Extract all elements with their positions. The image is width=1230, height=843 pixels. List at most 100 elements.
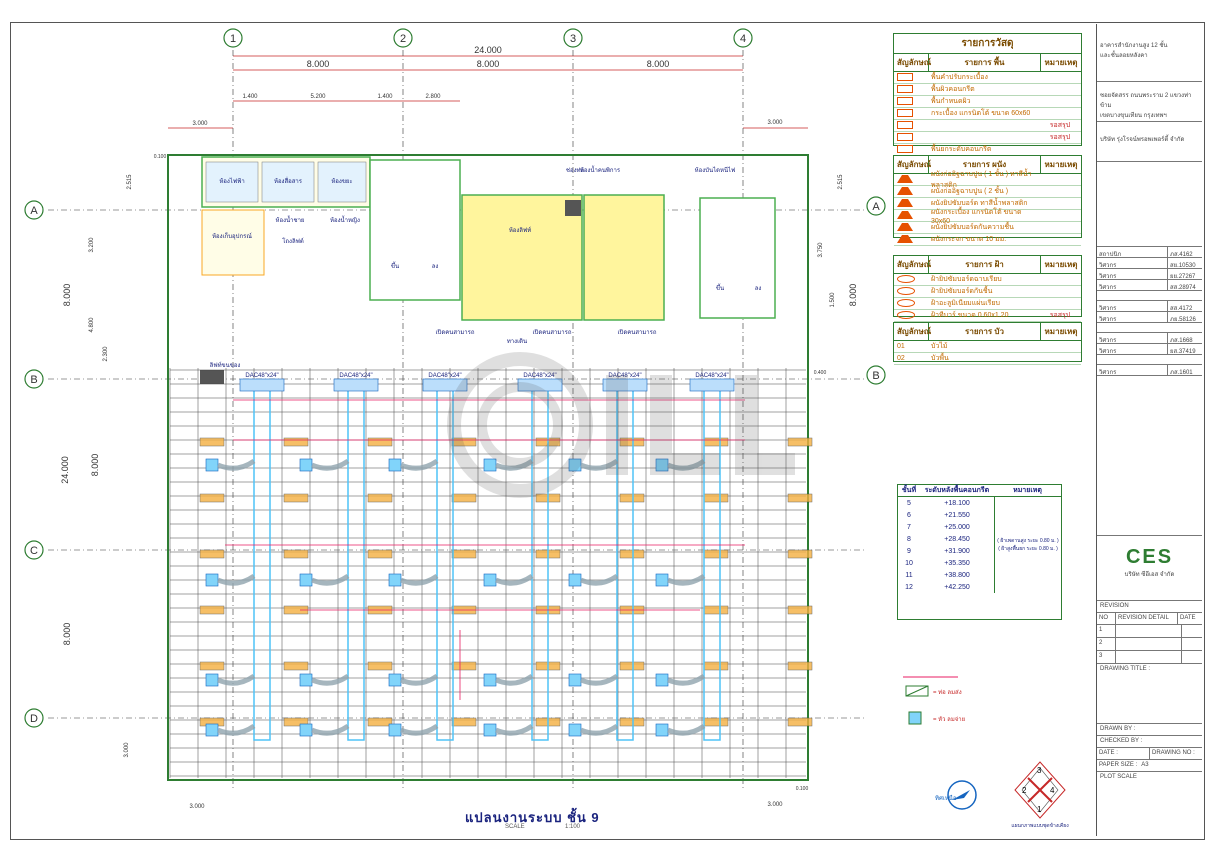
spacer-3: [1097, 355, 1202, 365]
revision-row: 1: [1097, 625, 1202, 638]
light-fixture-icon: [787, 549, 813, 559]
legend-ceiling-text: ฝ้ายิปซัมบอร์ดฉาบเรียบ: [931, 276, 1002, 283]
grid-bubble-col-4-circle: [733, 28, 753, 48]
north-arrow: ทิศเหนือ: [935, 780, 977, 810]
legend-wall-header: สัญลักษณ์ รายการ ผนัง หมายเหตุ: [894, 156, 1081, 174]
room-label-corridor: ทางเดิน: [507, 338, 527, 345]
diffuser-icon: [655, 573, 669, 587]
light-fixture-icon: [703, 605, 729, 615]
key-num-4: 4: [1050, 786, 1055, 795]
diffuser-icon: [299, 673, 313, 687]
company-logo: CES: [1125, 546, 1174, 568]
dim-left-offset: 3.000: [192, 121, 208, 127]
light-fixture-icon: [367, 717, 393, 727]
legend-ceiling-text: ฝ้าอะลูมิเนียมแผ่นเรียบ: [931, 300, 1000, 307]
diffuser-icon: [388, 458, 402, 472]
light-fixture-icon: [367, 661, 393, 671]
room-label-open: โถงลิฟต์: [282, 237, 304, 245]
dim-bottom-small: 0.100: [796, 786, 809, 792]
levels-h1: ชั้นที่: [901, 487, 917, 494]
light-fixture-icon: [199, 605, 225, 615]
key-label: แผนกภาพแบบชุดข้างเคียง: [1011, 822, 1069, 829]
rev-no: 1: [1097, 625, 1116, 637]
flex-duct: [667, 458, 706, 471]
room-label-d: ห้องน้ำคนพิการ: [580, 164, 621, 174]
light-fixture-icon: [703, 549, 729, 559]
flex-duct: [400, 573, 439, 586]
level-value: +35.350: [944, 559, 970, 567]
levels-note-2: ( ฝ้าสูงพื้นยก ระยะ 0.80 ม. ): [998, 546, 1058, 552]
light-fixture-icon: [367, 549, 393, 559]
room-label-elevator: ลิฟท์ขนของ: [209, 361, 240, 369]
title-block-row: วิศวกรภส.1601: [1097, 365, 1202, 376]
grid-bubble-right-0: A: [872, 201, 880, 213]
level-value: +21.550: [944, 511, 970, 519]
light-fixture-icon: [619, 493, 645, 503]
legend-wall-row: ผนังยิปซัมบอร์ด ทาสีน้ำพลาสติก: [894, 198, 1081, 210]
light-fixture-icon: [199, 437, 225, 447]
grid-bubble-left-2-circle: [24, 540, 44, 560]
revision-row: 2: [1097, 638, 1202, 651]
key-num-2: 2: [1022, 786, 1027, 795]
level-floor: 5: [907, 499, 911, 507]
legend-material-row: พื้นคำปรับกระเบื้อง: [894, 72, 1081, 84]
flex-duct: [400, 458, 439, 471]
light-fixture-icon: [451, 717, 477, 727]
legend-floor-h1: สัญลักษณ์: [894, 54, 931, 71]
dim-bay-top-2: 8.000: [477, 59, 500, 69]
light-fixture-icon: [367, 437, 393, 447]
level-row: 12+42.250: [898, 581, 994, 593]
legend-wall-h2: รายการ ผนัง: [929, 156, 1041, 173]
grid-bubble-left-1: B: [30, 374, 37, 386]
room-label-2: ห้องสื่อสาร: [274, 177, 303, 185]
grid-bubble-right-1: B: [872, 370, 879, 382]
light-fixture-icon: [451, 549, 477, 559]
stair-up-1: ขึ้น: [391, 260, 399, 270]
stair-up-2: ขึ้น: [716, 282, 724, 292]
legend-ceiling-h3: หมายเหตุ: [1044, 260, 1078, 269]
dim-bottom-right: 3.000: [767, 802, 783, 808]
level-floor: 6: [907, 511, 911, 519]
legend-base-code: 01: [897, 343, 905, 350]
legend-material-symbol-icon: [894, 72, 928, 83]
rev-no: 2: [1097, 638, 1116, 650]
ahu-label-3: DAC48"x24": [428, 373, 461, 379]
diffuser-icon: [299, 723, 313, 737]
flex-duct: [217, 458, 256, 471]
flex-duct: [580, 723, 619, 736]
drawing-title: แปลนงานระบบ ชั้น 9: [465, 810, 600, 825]
grid-bubble-right-0-circle: [866, 196, 886, 216]
pipe-lines: [225, 399, 745, 700]
dim-sub-top-3: 1.400: [377, 94, 393, 100]
ahu-label-4: DAC48"x24": [523, 373, 556, 379]
flex-duct: [667, 573, 706, 586]
light-fixture-icon: [283, 437, 309, 447]
grid-bubble-col-2-circle: [393, 28, 413, 48]
grid-bubble-left-1-circle: [24, 369, 44, 389]
diffuser-icon: [299, 458, 313, 472]
legend-ceiling: สัญลักษณ์ รายการ ฝ้า หมายเหตุ ฝ้ายิปซัมบ…: [893, 255, 1082, 322]
legend-base-h2: รายการ บัว: [929, 323, 1041, 340]
level-row: 5+18.100: [898, 497, 994, 509]
light-fixture-icon: [451, 437, 477, 447]
blank-cell-2: [1097, 376, 1202, 536]
dimension-texts: 24.000 8.000 8.000 8.000 1.400 5.200 1.4…: [60, 45, 858, 810]
room-label-5: ห้องน้ำชาย: [276, 214, 305, 224]
legend-wall-row: ผนังยิปซัมบอร์ดกันความชื้น: [894, 222, 1081, 234]
flex-duct: [580, 673, 619, 686]
legend-material-symbol-icon: [894, 96, 928, 107]
symbol-legend: = ท่อ ลมส่ง = หัว ลมจ่าย: [903, 676, 965, 725]
grid-bubble-right-1-circle: [866, 365, 886, 385]
room-label-3: ห้องขยะ: [331, 178, 352, 185]
dim-left-small-2: 3.200: [89, 237, 95, 253]
blank-cell: [1097, 162, 1202, 247]
plot-scale: PLOT SCALE: [1100, 774, 1137, 780]
room-label-shaft: ช่องท่อ: [566, 167, 585, 174]
legend-base-code: 02: [897, 355, 905, 362]
level-row: 7+25.000: [898, 521, 994, 533]
tb-right: ภส.1601: [1170, 370, 1193, 376]
diffuser-icon: [483, 723, 497, 737]
level-value: +31.900: [944, 547, 970, 555]
legend-material-symbol-icon: [894, 132, 928, 143]
grid-bubble-left-2: C: [30, 545, 38, 557]
